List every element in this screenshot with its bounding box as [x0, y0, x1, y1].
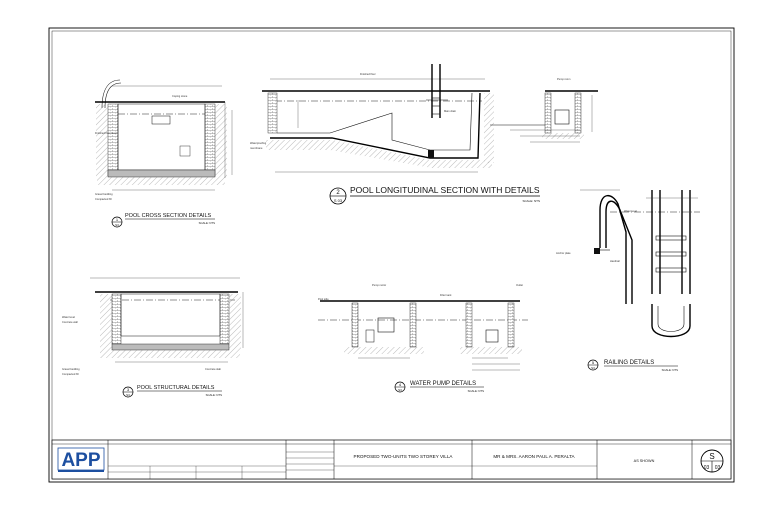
svg-text:Compacted fill: Compacted fill [95, 197, 112, 201]
svg-text:Water level: Water level [624, 209, 637, 213]
railing-bubble-num: 5 [592, 360, 595, 365]
svg-text:Pump room: Pump room [557, 77, 570, 81]
svg-text:Gravel bedding: Gravel bedding [62, 367, 80, 371]
cross-section-bubble-num: 1 [116, 217, 119, 222]
structural-bubble-sheet: S3 [126, 393, 130, 397]
railing-bubble-sheet: S3 [591, 366, 595, 370]
cross-section-scale: SCALE: NTS [199, 221, 215, 225]
svg-text:Waterproofing: Waterproofing [250, 141, 267, 145]
company-logo: APP [57, 447, 105, 472]
water-pump-drawing: Pool side Pump motor Filter tank Outlet [318, 283, 528, 371]
water-pump-bubble-sheet: S3 [398, 388, 402, 392]
longitudinal-scale: SCALE: NTS [522, 199, 540, 203]
railing-title: RAILING DETAILS [604, 360, 654, 366]
cross-section-title: POOL CROSS SECTION DETAILS [125, 213, 212, 219]
drawing-title-water-pump: 4 S3 WATER PUMP DETAILS SCALE: NTS [394, 381, 484, 393]
longitudinal-bubble-sheet: S 03 [334, 198, 343, 203]
title-block [51, 439, 732, 480]
drawing-title-structural: 3 S3 POOL STRUCTURAL DETAILS SCALE: NTS [122, 385, 222, 398]
structural-scale: SCALE: NTS [206, 393, 222, 397]
cross-section-bubble-sheet: S3 [115, 223, 119, 227]
svg-text:Finished floor level: Finished floor level [95, 131, 117, 135]
svg-text:Handrail: Handrail [610, 259, 620, 263]
svg-text:Concrete slab: Concrete slab [205, 367, 222, 371]
svg-text:Pool side: Pool side [318, 297, 329, 301]
drawing-title-railing: 5 S3 RAILING DETAILS SCALE: NTS [587, 359, 678, 372]
svg-text:membrane: membrane [250, 146, 263, 150]
logo-text: APP [61, 450, 100, 471]
outer-border [48, 27, 735, 483]
svg-text:Main drain: Main drain [444, 109, 457, 113]
water-pump-scale: SCALE: NTS [468, 389, 484, 393]
svg-text:Filter tank: Filter tank [440, 293, 452, 297]
sheet-number: 03 [704, 465, 710, 471]
svg-text:Compacted fill: Compacted fill [62, 372, 79, 376]
water-pump-title: WATER PUMP DETAILS [410, 381, 476, 387]
longitudinal-bubble-num: 2 [336, 190, 340, 196]
structural-title: POOL STRUCTURAL DETAILS [137, 385, 215, 391]
railing-scale: SCALE: NTS [662, 368, 678, 372]
scale-value: AS SHOWN [634, 459, 655, 463]
svg-text:Anchor plate: Anchor plate [556, 251, 571, 255]
longitudinal-title: POOL LONGITUDINAL SECTION WITH DETAILS [350, 185, 540, 195]
sheet-letter: S [709, 452, 714, 461]
drawing-title-cross-section: 1 S3 POOL CROSS SECTION DETAILS SCALE: N… [111, 213, 215, 228]
structural-bubble-num: 3 [127, 387, 130, 392]
water-pump-bubble-num: 4 [399, 382, 402, 387]
drawing-title-longitudinal: 2 S 03 POOL LONGITUDINAL SECTION WITH DE… [329, 185, 540, 205]
railing-drawing: Water level Anchor plate Handrail [556, 189, 700, 338]
pool-longitudinal-section-drawing: Waterproofing membrane Finished floor Ma… [250, 64, 598, 173]
sheet-total: 03 [715, 465, 721, 471]
pool-cross-section-drawing: Finished floor level Coping stone Gravel… [95, 79, 233, 201]
svg-text:Concrete wall: Concrete wall [62, 320, 78, 324]
svg-text:Finished floor: Finished floor [360, 72, 376, 76]
owner-name: MR & MRS. AARON PAUL A. PERALTA [493, 454, 575, 459]
svg-text:Gravel bedding: Gravel bedding [95, 192, 113, 196]
svg-text:Coping stone: Coping stone [172, 94, 188, 98]
svg-text:Pump motor: Pump motor [372, 283, 386, 287]
pool-structural-drawing: Water level Concrete wall Gravel bedding… [62, 277, 244, 376]
inner-border [51, 30, 732, 480]
sheet-number-badge: S 03 03 [700, 449, 724, 473]
project-title: PROPOSED TWO-UNITS TWO STOREY VILLA [354, 454, 454, 459]
svg-text:Outlet: Outlet [516, 283, 523, 287]
svg-text:Water level: Water level [62, 315, 75, 319]
